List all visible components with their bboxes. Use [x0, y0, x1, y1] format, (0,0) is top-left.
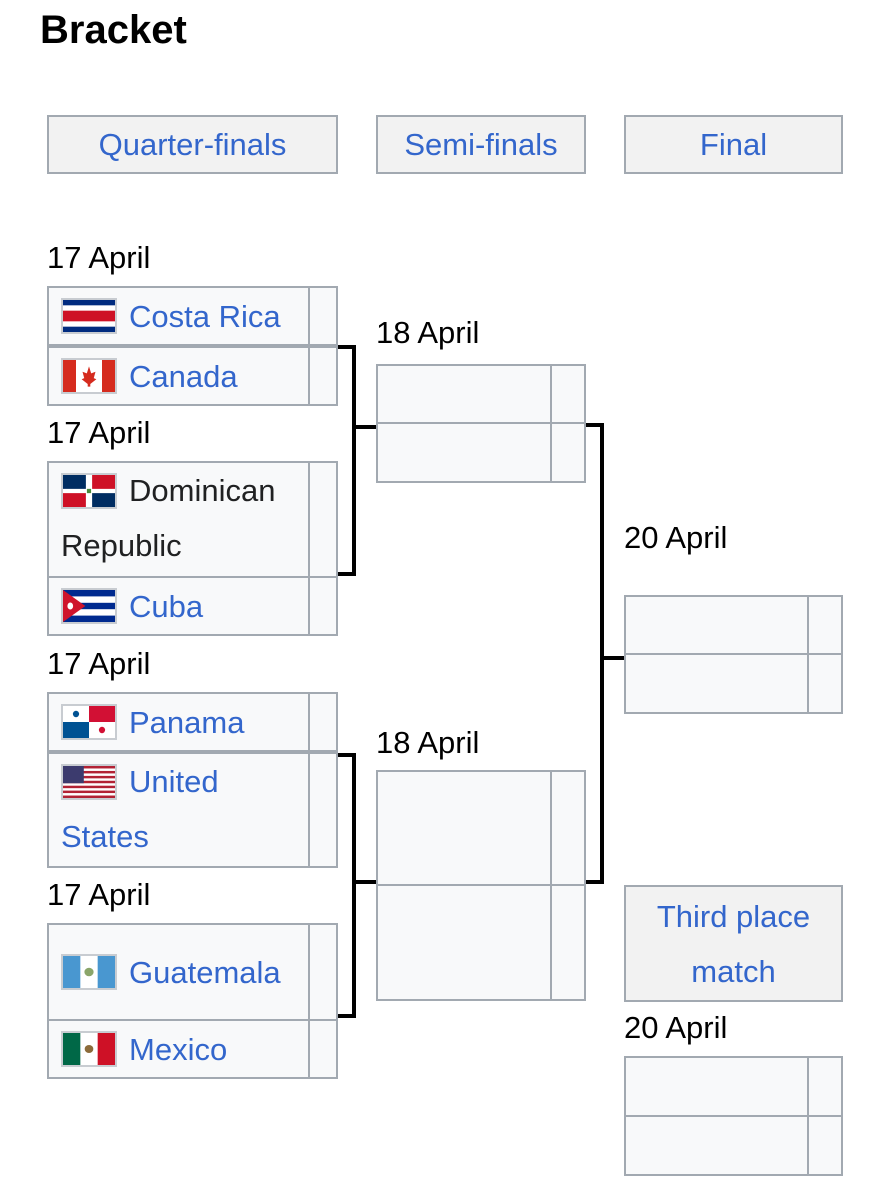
- qf3-team1-slot: Panama: [47, 692, 338, 752]
- team-name-united-line1[interactable]: United: [129, 764, 219, 799]
- round-header-final[interactable]: Final: [624, 115, 843, 174]
- sf1-team2-slot: [376, 422, 586, 483]
- qf2-team2-slot: Cuba: [47, 576, 338, 636]
- score-cell: [807, 1117, 841, 1174]
- team-cell[interactable]: United States: [49, 754, 308, 866]
- team-name-united-line2[interactable]: States: [61, 819, 149, 854]
- score-cell: [308, 754, 336, 866]
- score-cell: [308, 694, 336, 750]
- match-date-sf1: 18 April: [376, 315, 480, 350]
- sf2-team1-slot: [376, 770, 586, 886]
- bracket-connector: [586, 880, 604, 884]
- final-team1-slot: [624, 595, 843, 655]
- team-cell[interactable]: Guatemala: [49, 925, 308, 1019]
- round-header-semifinals[interactable]: Semi-finals: [376, 115, 586, 174]
- cuba-flag-icon: [61, 588, 117, 624]
- team-cell: Dominican Republic: [49, 463, 308, 576]
- match-date-qf3: 17 April: [47, 646, 151, 681]
- guatemala-flag-icon: [61, 954, 117, 990]
- qf4-team2-slot: Mexico: [47, 1019, 338, 1079]
- third-team2-slot: [624, 1115, 843, 1176]
- match-date-third-place: 20 April: [624, 1010, 728, 1045]
- qf1-team2-slot: Canada: [47, 346, 338, 406]
- bracket-connector: [338, 1014, 356, 1018]
- panama-flag-icon: [61, 704, 117, 740]
- final-team2-slot: [624, 653, 843, 714]
- team-cell[interactable]: Canada: [49, 348, 308, 404]
- united-states-flag-icon: [61, 763, 117, 800]
- mexico-flag-icon: [61, 1031, 117, 1067]
- bracket-connector: [352, 880, 376, 884]
- score-cell: [308, 578, 336, 634]
- match-date-final: 20 April: [624, 520, 728, 555]
- score-cell: [550, 772, 584, 884]
- bracket-connector: [338, 572, 356, 576]
- score-cell: [308, 288, 336, 344]
- match-date-qf2: 17 April: [47, 415, 151, 450]
- third-place-link[interactable]: Third place match: [656, 898, 811, 989]
- bracket-connector: [338, 345, 356, 349]
- section-heading: Bracket: [40, 8, 187, 52]
- team-name-dominican-line1: Dominican: [129, 473, 276, 508]
- final-link[interactable]: Final: [699, 127, 768, 162]
- score-cell: [550, 424, 584, 481]
- qf4-team1-slot: Guatemala: [47, 923, 338, 1021]
- score-cell: [308, 925, 336, 1019]
- team-name-cuba[interactable]: Cuba: [129, 588, 204, 624]
- score-cell: [550, 366, 584, 422]
- team-cell[interactable]: Panama: [49, 694, 308, 750]
- bracket-connector: [338, 753, 356, 757]
- team-name-guatemala[interactable]: Guatemala: [129, 954, 281, 990]
- qf3-team2-slot: United States: [47, 752, 338, 868]
- canada-flag-icon: [61, 358, 117, 394]
- bracket-connector: [352, 753, 356, 1018]
- quarterfinals-link[interactable]: Quarter-finals: [98, 127, 287, 162]
- team-cell[interactable]: Costa Rica: [49, 288, 308, 344]
- score-cell: [308, 348, 336, 404]
- dominican-republic-flag-icon: [61, 472, 117, 509]
- team-name-canada[interactable]: Canada: [129, 358, 238, 394]
- bracket-connector: [586, 423, 604, 427]
- score-cell: [807, 1058, 841, 1115]
- qf1-team1-slot: Costa Rica: [47, 286, 338, 346]
- qf2-team1-slot: Dominican Republic: [47, 461, 338, 578]
- sf1-team1-slot: [376, 364, 586, 424]
- match-date-qf4: 17 April: [47, 877, 151, 912]
- round-header-third-place[interactable]: Third place match: [624, 885, 843, 1002]
- team-cell[interactable]: Cuba: [49, 578, 308, 634]
- bracket-connector: [352, 425, 376, 429]
- costa-rica-flag-icon: [61, 298, 117, 334]
- team-name-dominican-line2: Republic: [61, 528, 182, 563]
- score-cell: [308, 463, 336, 576]
- match-date-qf1: 17 April: [47, 240, 151, 275]
- semifinals-link[interactable]: Semi-finals: [404, 127, 558, 162]
- round-header-quarterfinals[interactable]: Quarter-finals: [47, 115, 338, 174]
- score-cell: [807, 655, 841, 712]
- team-name-panama[interactable]: Panama: [129, 704, 245, 740]
- team-cell[interactable]: Mexico: [49, 1021, 308, 1077]
- team-name-costa-rica[interactable]: Costa Rica: [129, 298, 281, 334]
- team-name-mexico[interactable]: Mexico: [129, 1031, 228, 1067]
- bracket-connector: [600, 656, 624, 660]
- score-cell: [550, 886, 584, 999]
- score-cell: [807, 597, 841, 653]
- bracket-connector: [352, 345, 356, 576]
- score-cell: [308, 1021, 336, 1077]
- third-team1-slot: [624, 1056, 843, 1117]
- match-date-sf2: 18 April: [376, 725, 480, 760]
- sf2-team2-slot: [376, 884, 586, 1001]
- bracket-connector: [600, 423, 604, 884]
